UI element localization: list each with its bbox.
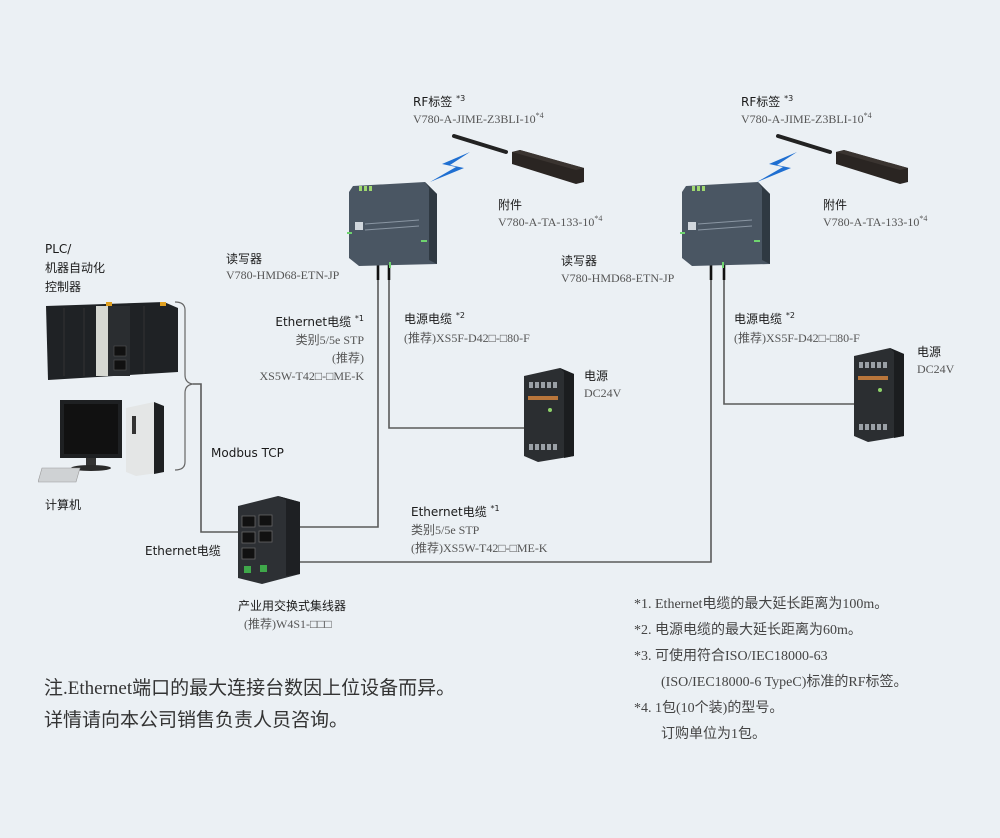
switch-title: 产业用交换式集线器 — [238, 599, 347, 613]
footnote-1: *1. Ethernet电缆的最大延长距离为100m。 — [634, 597, 889, 612]
ethernet-switch-device — [238, 496, 300, 584]
rf-tag-device-left — [452, 134, 584, 184]
accessory-right-title: 附件 — [823, 198, 848, 212]
footnote-3-cont: (ISO/IEC18000-6 TypeC)标准的RF标签。 — [661, 675, 908, 690]
rf-tag-left-title: RF标签 *3 — [413, 94, 466, 109]
ethernet-cable-switch-label: Ethernet电缆 — [145, 544, 221, 558]
plc-label: PLC/ 机器自动化 控制器 — [45, 242, 106, 294]
ethernet-cable-upper-label: Ethernet电缆 *1 类别5/5e STP (推荐) XS5W-T42□-… — [259, 314, 364, 383]
power-cable-left-model: (推荐)XS5F-D42□-□80-F — [404, 331, 530, 345]
power-right-spec: DC24V — [917, 362, 955, 376]
power-supply-device-left — [524, 368, 574, 462]
modbus-tcp-label: Modbus TCP — [211, 446, 284, 460]
note-block: 注.Ethernet端口的最大连接台数因上位设备而异。 详情请向本公司销售负责人… — [44, 673, 455, 737]
rf-tag-device-right — [776, 134, 908, 184]
wire-switch-to-reader-left — [298, 268, 379, 528]
wire-switch-to-reader-right — [298, 268, 712, 563]
wire-host-to-switch — [193, 383, 240, 533]
rf-tag-left-model: V780-A-JIME-Z3BLI-10*4 — [413, 111, 544, 126]
power-supply-device-right — [854, 348, 904, 442]
rf-tag-right-model: V780-A-JIME-Z3BLI-10*4 — [741, 111, 872, 126]
power-cable-left-title: 电源电缆 *2 — [404, 311, 465, 326]
switch-model: (推荐)W4S1-□□□ — [244, 617, 332, 631]
power-cable-right-title: 电源电缆 *2 — [734, 311, 795, 326]
accessory-left-title: 附件 — [498, 198, 523, 212]
power-left-spec: DC24V — [584, 386, 622, 400]
reader-device-right — [680, 182, 770, 268]
note-line-1: 注.Ethernet端口的最大连接台数因上位设备而异。 — [44, 678, 456, 699]
footnote-4: *4. 1包(10个装)的型号。 — [634, 701, 784, 716]
power-left-title: 电源 — [584, 369, 609, 383]
reader-left-model: V780-HMD68-ETN-JP — [226, 268, 340, 282]
ethernet-cable-lower-label: Ethernet电缆 *1 类别5/5e STP (推荐)XS5W-T42□-□… — [411, 504, 548, 555]
power-right-title: 电源 — [917, 345, 942, 359]
reader-device-left — [347, 182, 437, 268]
footnote-3: *3. 可使用符合ISO/IEC18000-63 — [634, 649, 828, 664]
wire-reader-left-to-power — [388, 268, 528, 429]
note-line-2: 详情请向本公司销售负责人员咨询。 — [44, 710, 349, 731]
reader-right-model: V780-HMD68-ETN-JP — [561, 271, 675, 285]
computer-device — [38, 400, 164, 483]
accessory-left-model: V780-A-TA-133-10*4 — [498, 214, 603, 229]
reader-right-title: 读写器 — [561, 254, 598, 268]
accessory-right-model: V780-A-TA-133-10*4 — [823, 214, 928, 229]
footnotes: *1. Ethernet电缆的最大延长距离为100m。 *2. 电源电缆的最大延… — [634, 592, 907, 748]
rf-tag-right-title: RF标签 *3 — [741, 94, 794, 109]
power-cable-right-model: (推荐)XS5F-D42□-□80-F — [734, 331, 860, 345]
wire-reader-right-to-power — [723, 268, 856, 405]
plc-device — [46, 302, 178, 380]
computer-label: 计算机 — [45, 498, 82, 512]
footnote-4-cont: 订购单位为1包。 — [661, 727, 766, 742]
reader-left-title: 读写器 — [226, 252, 263, 266]
footnote-2: *2. 电源电缆的最大延长距离为60m。 — [634, 623, 862, 638]
